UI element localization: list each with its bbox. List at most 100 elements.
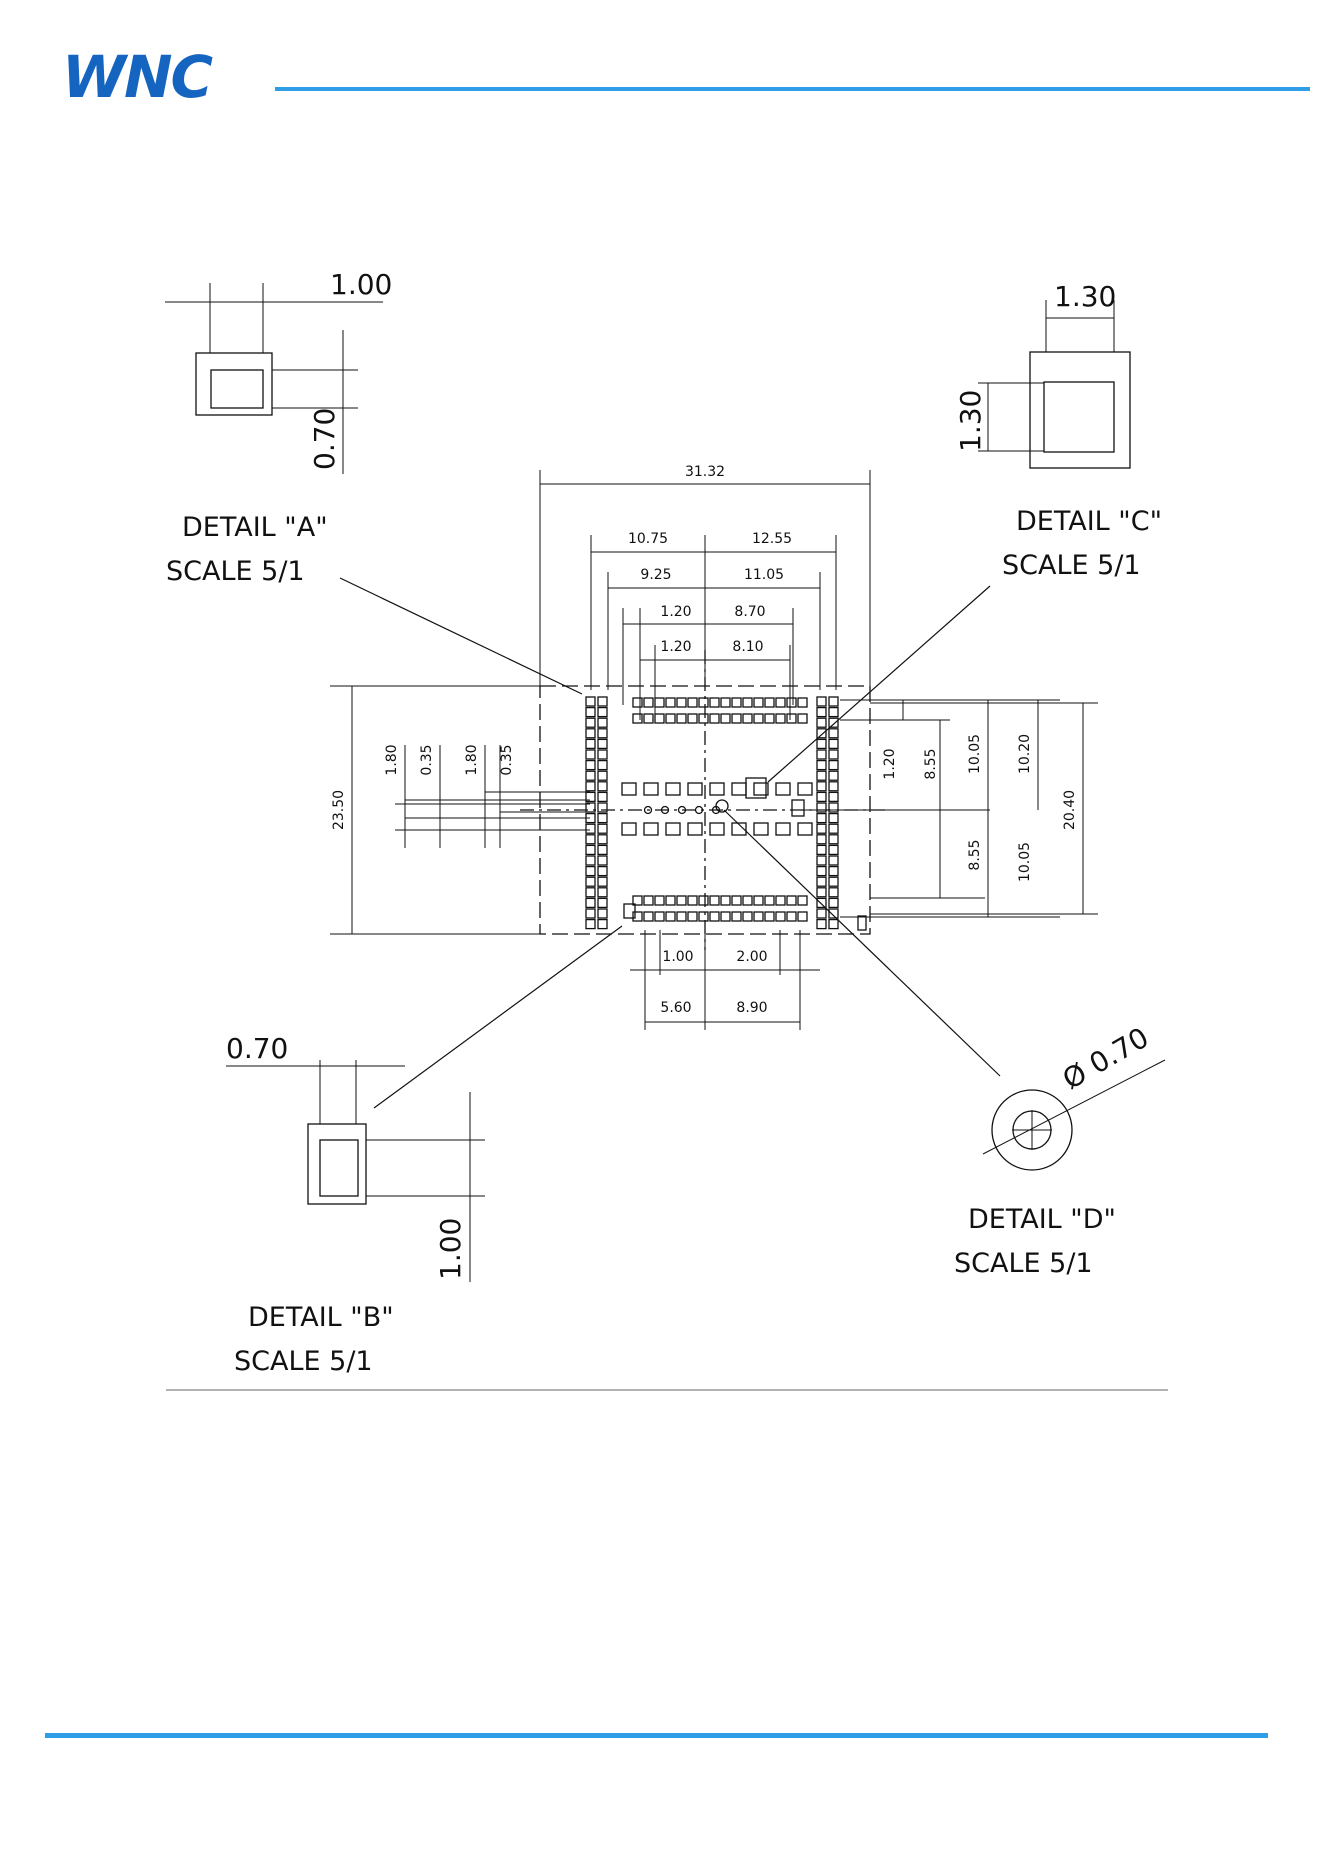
pad [655, 698, 664, 707]
pad [829, 697, 838, 706]
detail-d: Ø 0.70 DETAIL "D" SCALE 5/1 [954, 1021, 1165, 1279]
label-1-20-right: 1.20 [882, 748, 898, 779]
pad [776, 912, 785, 921]
pad [817, 877, 826, 886]
pad [817, 803, 826, 812]
pad [817, 739, 826, 748]
pad [598, 750, 607, 759]
pad [644, 714, 653, 723]
label-9-25: 9.25 [640, 567, 671, 583]
pad [699, 896, 708, 905]
label-31-32: 31.32 [685, 464, 725, 480]
label-12-55: 12.55 [752, 531, 792, 547]
label-1-80-a: 1.80 [384, 744, 400, 775]
label-10-75: 10.75 [628, 531, 668, 547]
pad [586, 739, 595, 748]
pad [829, 814, 838, 823]
label-8-10: 8.10 [732, 639, 763, 655]
pad [798, 823, 812, 835]
pad [829, 803, 838, 812]
pad [644, 698, 653, 707]
pad [829, 867, 838, 876]
pad [598, 824, 607, 833]
detail-d-scale: SCALE 5/1 [954, 1248, 1093, 1279]
pad [787, 896, 796, 905]
pad [622, 783, 636, 795]
pad [586, 835, 595, 844]
pad [699, 698, 708, 707]
label-1-80-b: 1.80 [464, 744, 480, 775]
detail-b-width: 0.70 [226, 1032, 288, 1065]
pad [817, 824, 826, 833]
pad [598, 867, 607, 876]
pad [732, 896, 741, 905]
label-8-55-up: 8.55 [923, 748, 939, 779]
pad [817, 909, 826, 918]
pad [858, 916, 866, 930]
pad [586, 877, 595, 886]
pad [829, 739, 838, 748]
pad [586, 761, 595, 770]
detail-a-scale: SCALE 5/1 [166, 556, 305, 587]
detail-a: 1.00 0.70 DETAIL "A" SCALE 5/1 [165, 268, 392, 587]
pad [754, 896, 763, 905]
pad [817, 718, 826, 727]
pad [817, 898, 826, 907]
pad [829, 761, 838, 770]
pad [732, 783, 746, 795]
pad [829, 845, 838, 854]
detail-b: 0.70 1.00 DETAIL "B" SCALE 5/1 [226, 1032, 485, 1377]
pad [829, 729, 838, 738]
label-11-05: 11.05 [744, 567, 784, 583]
pad [598, 782, 607, 791]
leader-d [724, 810, 1000, 1076]
pad [817, 792, 826, 801]
pad [586, 888, 595, 897]
pad [699, 714, 708, 723]
pad [817, 814, 826, 823]
pad [586, 920, 595, 929]
pad [829, 782, 838, 791]
pad [586, 782, 595, 791]
label-1-20-b: 1.20 [660, 639, 691, 655]
pad [798, 714, 807, 723]
pad [792, 800, 804, 816]
pad [817, 856, 826, 865]
label-23-50: 23.50 [331, 790, 347, 830]
pad [829, 771, 838, 780]
pad [829, 750, 838, 759]
pad [598, 718, 607, 727]
pad [710, 823, 724, 835]
pad [721, 896, 730, 905]
pad [817, 750, 826, 759]
pad [666, 912, 675, 921]
label-8-55-down: 8.55 [967, 839, 983, 870]
pad [598, 729, 607, 738]
pad [798, 896, 807, 905]
pad [586, 856, 595, 865]
pad [817, 782, 826, 791]
pad [598, 814, 607, 823]
pad [598, 739, 607, 748]
pad [754, 823, 768, 835]
pad [666, 896, 675, 905]
pad [817, 729, 826, 738]
pad [817, 708, 826, 717]
pad [598, 888, 607, 897]
label-8-70: 8.70 [734, 604, 765, 620]
pad [633, 698, 642, 707]
pad [710, 714, 719, 723]
label-20-40: 20.40 [1062, 790, 1078, 830]
pad [829, 708, 838, 717]
pad [829, 877, 838, 886]
detail-d-title: DETAIL "D" [968, 1204, 1116, 1235]
pad [699, 912, 708, 921]
pad [666, 714, 675, 723]
label-1-00: 1.00 [662, 949, 693, 965]
detail-a-height: 0.70 [308, 408, 341, 470]
pad [644, 783, 658, 795]
pad [598, 898, 607, 907]
label-2-00: 2.00 [736, 949, 767, 965]
leader-c [768, 586, 990, 782]
pad [817, 867, 826, 876]
